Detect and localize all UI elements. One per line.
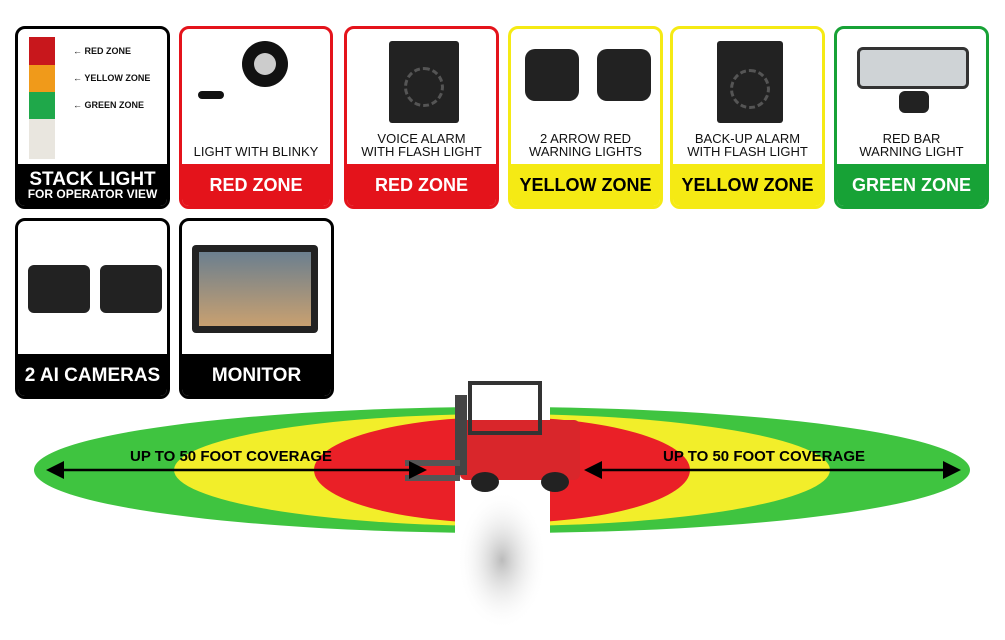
card-light-with-blinky: LIGHT WITH BLINKY RED ZONE <box>179 26 333 209</box>
stack-label-yellow: YELLOW ZONE <box>84 73 151 83</box>
caption-line-2: WARNING LIGHTS <box>529 144 642 159</box>
row2-label: 2 AI CAMERAS <box>18 354 167 396</box>
caption-line-1: RED BAR <box>882 131 941 146</box>
card-stack-light: ← RED ZONE ← YELLOW ZONE ← GREEN ZONE ST… <box>15 26 170 209</box>
forklift-image <box>405 381 580 492</box>
stack-light-image <box>18 29 167 164</box>
stack-light-title: STACK LIGHT <box>29 168 156 190</box>
red-bar-light-image <box>837 29 986 164</box>
zone-label: RED ZONE <box>182 164 330 206</box>
warning-lights-image <box>511 29 660 164</box>
blinky-light-image <box>182 29 330 164</box>
ai-cameras-image <box>18 221 167 354</box>
caption-line-2: WITH FLASH LIGHT <box>361 144 482 159</box>
caption-line-1: VOICE ALARM <box>377 131 466 146</box>
zone-label: YELLOW ZONE <box>511 164 660 206</box>
card-ai-cameras: 2 AI CAMERAS <box>15 218 170 399</box>
card-monitor: MONITOR <box>179 218 334 399</box>
zone-label: YELLOW ZONE <box>673 164 822 206</box>
left-arrow <box>46 461 427 479</box>
right-arrow <box>584 461 961 479</box>
monitor-image <box>182 221 331 354</box>
voice-alarm-image <box>347 29 496 164</box>
stack-light-subtitle: FOR OPERATOR VIEW <box>27 186 158 201</box>
coverage-label-left: UP TO 50 FOOT COVERAGE <box>130 448 332 465</box>
coverage-label-right: UP TO 50 FOOT COVERAGE <box>663 448 865 465</box>
stack-label-green: GREEN ZONE <box>84 100 145 110</box>
stack-label-red: RED ZONE <box>84 46 132 56</box>
row2-label: MONITOR <box>182 354 331 396</box>
caption-line-2: WARNING LIGHT <box>859 144 964 159</box>
backup-alarm-image <box>673 29 822 164</box>
card-caption: LIGHT WITH BLINKY <box>193 144 319 159</box>
caption-line-1: 2 ARROW RED <box>539 131 631 146</box>
zone-label: RED ZONE <box>347 164 496 206</box>
caption-line-1: BACK-UP ALARM <box>694 131 801 146</box>
zone-label: GREEN ZONE <box>837 164 986 206</box>
caption-line-2: WITH FLASH LIGHT <box>687 144 808 159</box>
